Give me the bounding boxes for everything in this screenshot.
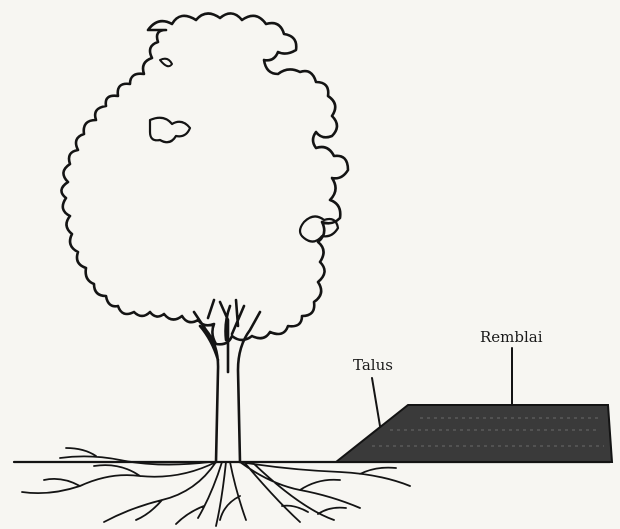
talus-pointer [372,378,380,426]
crown-detail-top [160,59,172,67]
tree-crown [61,13,348,344]
talus-label: Talus [353,356,393,374]
remblai-label: Remblai [480,328,543,346]
crown-detail-right [300,216,338,241]
crown-detail-left [150,118,190,143]
